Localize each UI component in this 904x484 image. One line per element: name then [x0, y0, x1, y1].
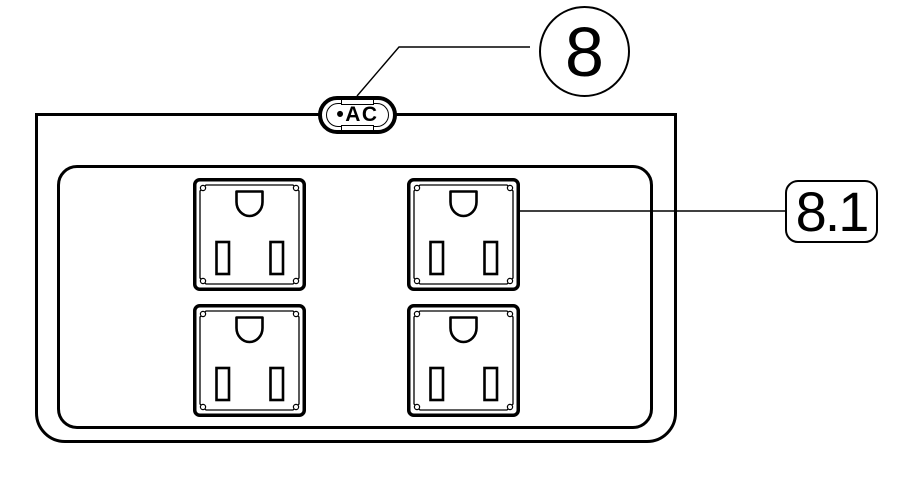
- hot-slot: [483, 366, 499, 402]
- badge-bottom-tab: [341, 125, 374, 130]
- corner-dot: [199, 184, 207, 192]
- outlet-plate: [57, 165, 653, 429]
- corner-dot: [506, 277, 514, 285]
- ac-outlet-icon: [193, 304, 306, 417]
- ac-outlet-icon: [407, 304, 520, 417]
- corner-dot: [292, 184, 300, 192]
- neutral-slot: [429, 366, 445, 402]
- badge-top-tab: [341, 100, 374, 105]
- callout-8-1: 8.1: [785, 180, 878, 243]
- corner-dot: [292, 277, 300, 285]
- corner-dot: [199, 403, 207, 411]
- ac-outlet-icon: [193, 178, 306, 291]
- ground-pin-hole: [235, 316, 264, 344]
- ac-port-badge: •AC: [318, 96, 397, 134]
- callout-8: 8: [539, 6, 630, 97]
- corner-dot: [506, 403, 514, 411]
- hot-slot: [483, 240, 499, 276]
- ac-outlet-icon: [407, 178, 520, 291]
- callout-8-leader-line: [356, 46, 530, 97]
- callout-8-1-label: 8.1: [795, 179, 870, 243]
- ac-outlet-bottom-left: [193, 304, 306, 417]
- neutral-slot: [429, 240, 445, 276]
- corner-dot: [413, 310, 421, 318]
- corner-dot: [292, 310, 300, 318]
- ac-badge-label: •AC: [336, 103, 379, 127]
- hot-slot: [269, 366, 285, 402]
- corner-dot: [506, 184, 514, 192]
- ac-outlet-top-left: [193, 178, 306, 291]
- corner-dot: [506, 310, 514, 318]
- ac-outlet-bottom-right: [407, 304, 520, 417]
- ac-outlet-top-right: [407, 178, 520, 291]
- corner-dot: [413, 184, 421, 192]
- ground-pin-hole: [235, 190, 264, 218]
- corner-dot: [413, 277, 421, 285]
- corner-dot: [292, 403, 300, 411]
- hot-slot: [269, 240, 285, 276]
- neutral-slot: [215, 240, 231, 276]
- neutral-slot: [215, 366, 231, 402]
- callout-8-label: 8: [565, 12, 604, 91]
- corner-dot: [413, 403, 421, 411]
- ground-pin-hole: [449, 316, 478, 344]
- corner-dot: [199, 277, 207, 285]
- ground-pin-hole: [449, 190, 478, 218]
- corner-dot: [199, 310, 207, 318]
